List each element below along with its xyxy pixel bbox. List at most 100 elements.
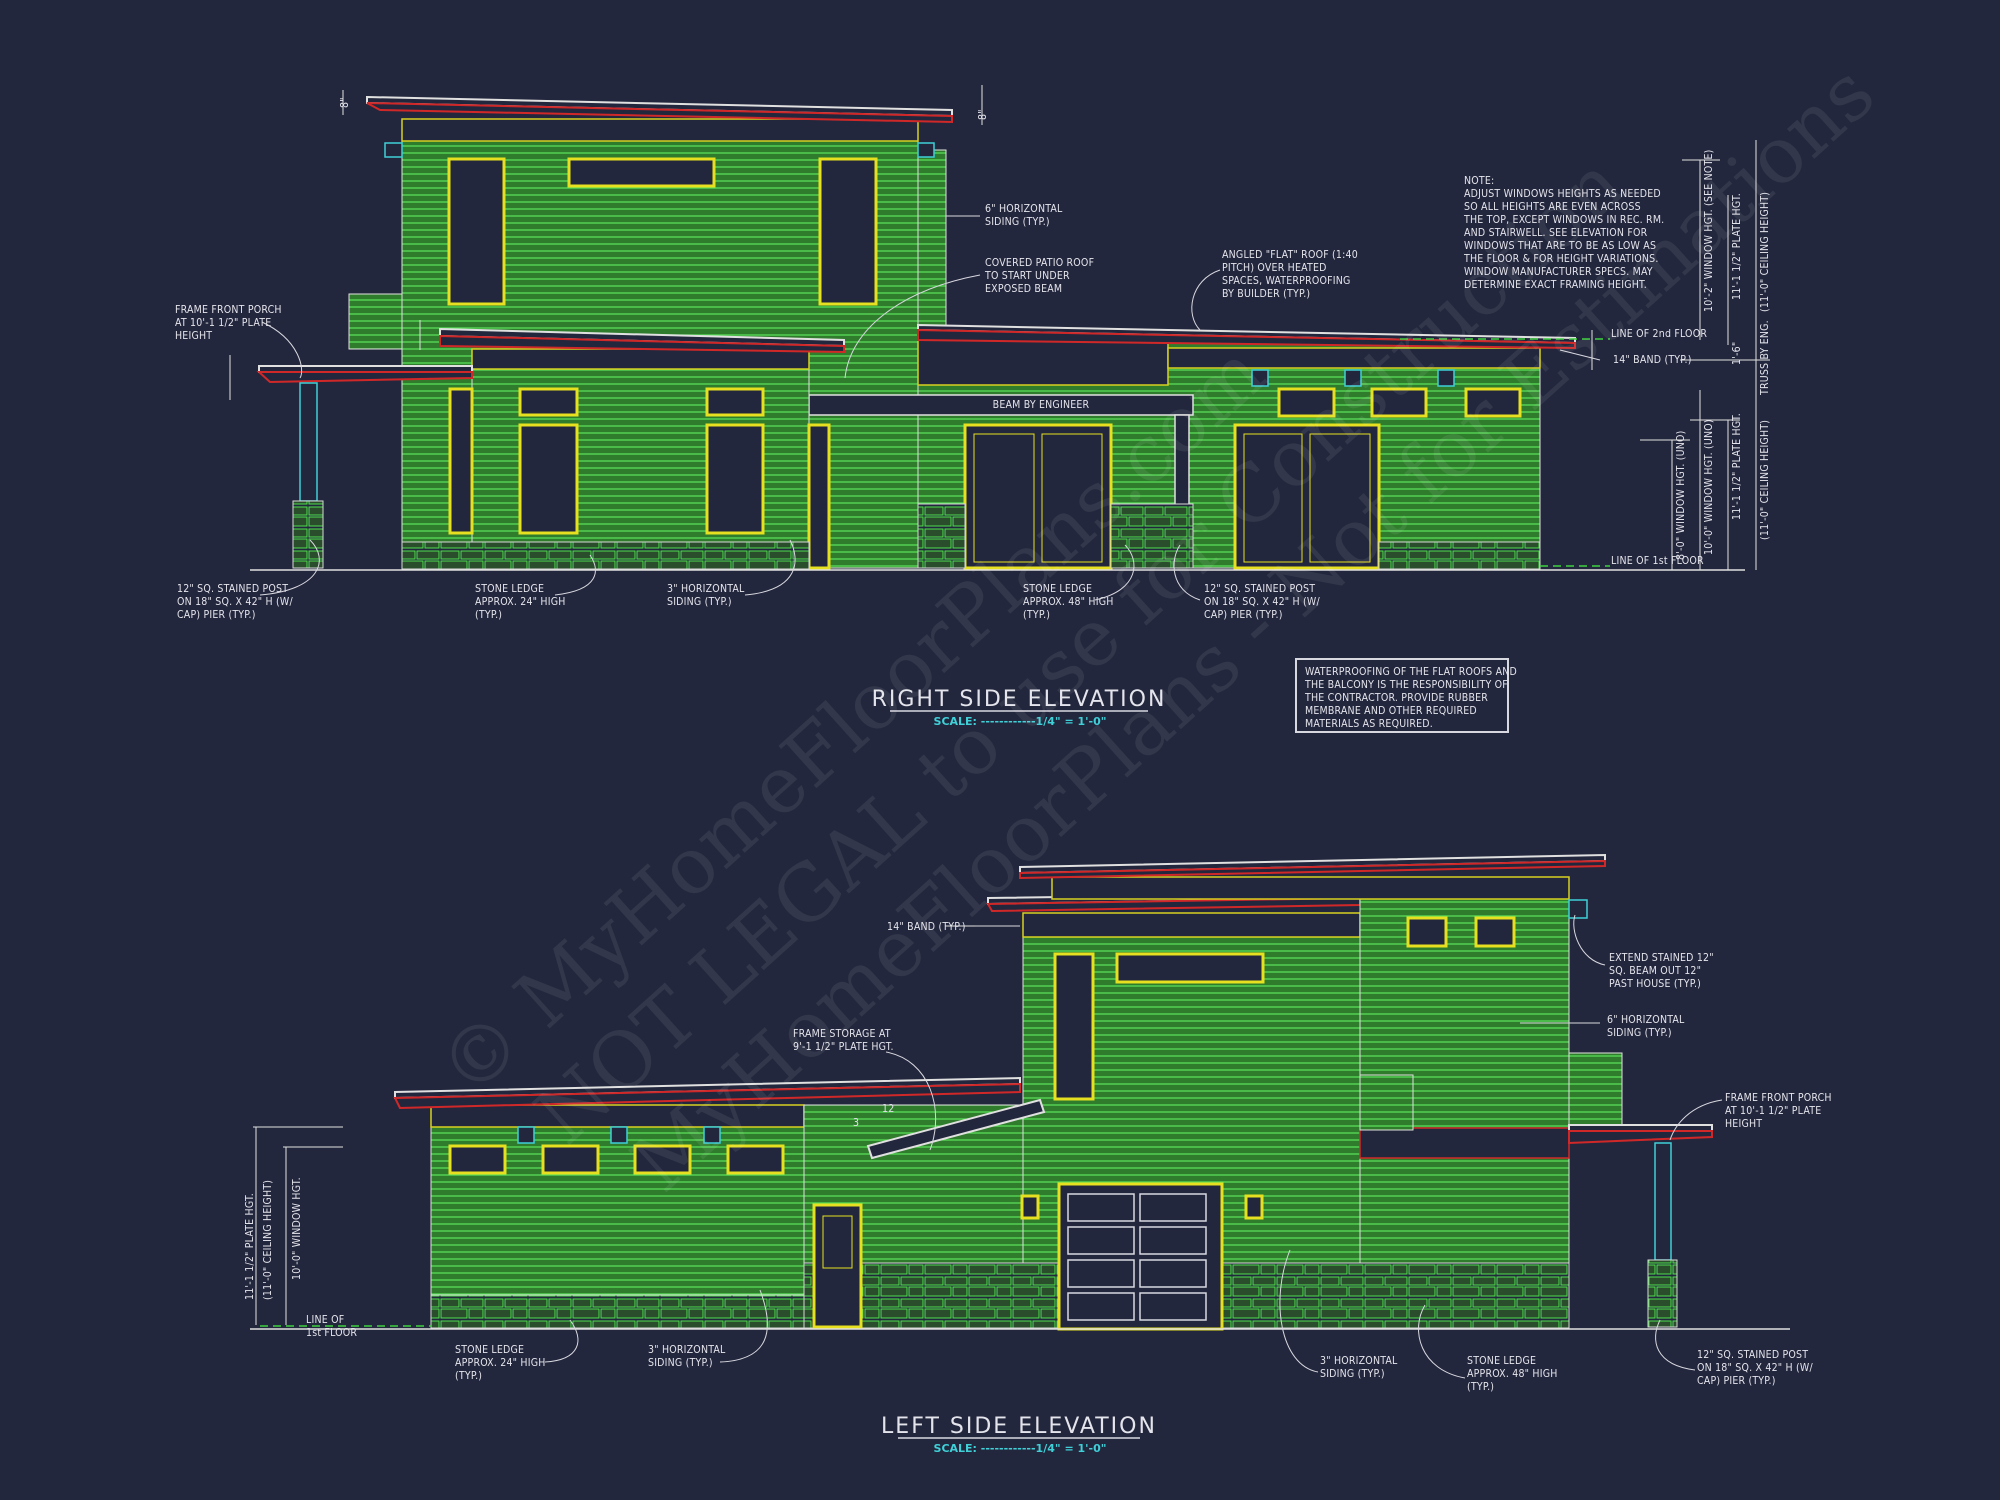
porch-fascia — [256, 371, 473, 384]
garage-door-panel — [1067, 1226, 1135, 1255]
annotation-line1st: LINE OF 1st FLOOR — [1611, 555, 1704, 567]
pitch-rise: 3 — [853, 1117, 859, 1129]
entry-door — [812, 1203, 863, 1329]
annotation-note: ADJUST WINDOWS HEIGHTS AS NEEDED — [1464, 188, 1661, 200]
window — [807, 423, 831, 570]
annotation-patio-roof: COVERED PATIO ROOF — [985, 257, 1094, 269]
annotation-stone48: (TYP.) — [1023, 609, 1050, 621]
waterproofing-note: WATERPROOFING OF THE FLAT ROOFS AND — [1305, 666, 1517, 678]
annotation-patio-roof: EXPOSED BEAM — [985, 283, 1062, 295]
beam-label: BEAM BY ENGINEER — [993, 399, 1090, 411]
annotation-note: THE FLOOR & FOR HEIGHT VARIATIONS. — [1463, 253, 1659, 265]
annotation-siding3a: SIDING (TYP.) — [648, 1357, 713, 1369]
waterproofing-note: MEMBRANE AND OTHER REQUIRED — [1305, 705, 1477, 717]
waterproofing-note: THE BALCONY IS THE RESPONSIBILITY OF — [1304, 679, 1508, 691]
dimension-plate: 11'-1 1/2" PLATE HGT. — [244, 1193, 256, 1300]
annotation-patio-roof: TO START UNDER — [984, 270, 1070, 282]
annotation-siding6: 6" HORIZONTAL — [1607, 1014, 1685, 1026]
annotation-siding6: 6" HORIZONTAL — [985, 203, 1063, 215]
annotation-post-left: ON 18" SQ. X 42" H (W/ — [177, 596, 293, 608]
dimension-win-up: 10'-2" WINDOW HGT. (SEE NOTE) — [1703, 149, 1715, 312]
window — [448, 387, 474, 535]
annotation-post-right: CAP) PIER (TYP.) — [1204, 609, 1283, 621]
annotation-post-right: 12" SQ. STAINED POST — [1204, 583, 1315, 595]
upper-window — [818, 157, 878, 306]
annotation-band14: 14" BAND (TYP.) — [887, 921, 966, 933]
right-wing-fascia — [917, 328, 1576, 350]
annotation-post: ON 18" SQ. X 42" H (W/ — [1697, 1362, 1813, 1374]
annotation-porch: FRAME FRONT PORCH — [1725, 1092, 1832, 1104]
right-elevation-title: RIGHT SIDE ELEVATION — [872, 687, 1167, 712]
annotation-storage: FRAME STORAGE AT — [793, 1028, 891, 1040]
beam-end — [1344, 369, 1362, 387]
garage-door-panel — [1067, 1193, 1135, 1222]
window — [705, 387, 765, 417]
annotation-stone48: APPROX. 48" HIGH — [1467, 1368, 1558, 1380]
annotation-beam: EXTEND STAINED 12" — [1609, 952, 1714, 964]
annotation-note: AND STAIRWELL. SEE ELEVATION FOR — [1464, 227, 1648, 239]
garage-door-panel — [1139, 1193, 1207, 1222]
porch-pier — [1647, 1259, 1678, 1328]
small-window — [1474, 916, 1516, 948]
beam-end — [517, 1126, 535, 1144]
annotation-stone48: STONE LEDGE — [1467, 1355, 1536, 1367]
window — [726, 1144, 785, 1175]
stone-ledge — [1378, 541, 1541, 570]
upper-window — [567, 157, 716, 188]
dim-eave: 8" — [977, 109, 989, 120]
annotation-porch: HEIGHT — [175, 330, 212, 342]
annotation-porch: FRAME FRONT PORCH — [175, 304, 282, 316]
long-window — [1115, 952, 1265, 984]
upper-beam-end — [917, 142, 935, 158]
annotation-post-left: 12" SQ. STAINED POST — [177, 583, 288, 595]
left-side-elevation: 12 3 LEFT — [250, 853, 1790, 1455]
window — [518, 423, 579, 535]
right-wing-band — [1167, 347, 1541, 369]
pitch-run: 12 — [882, 1103, 894, 1115]
porch-post — [299, 382, 318, 502]
dimension-band: 1'-6" — [1731, 342, 1743, 365]
left-elevation-title: LEFT SIDE ELEVATION — [881, 1414, 1157, 1439]
dimension-ceil: (11'-0" CEILING HEIGHT) — [262, 1180, 274, 1300]
annotation-band14: 14" BAND (TYP.) — [1613, 354, 1692, 366]
window — [448, 1144, 507, 1175]
balcony-band — [1359, 1127, 1570, 1159]
annotation-note: DETERMINE EXACT FRAMING HEIGHT. — [1464, 279, 1647, 291]
waterproofing-note-box — [1295, 658, 1509, 733]
annotation-beam: PAST HOUSE (TYP.) — [1609, 978, 1701, 990]
porch-pier — [292, 500, 324, 569]
dimension-lines — [229, 85, 1770, 570]
annotation-post: CAP) PIER (TYP.) — [1697, 1375, 1776, 1387]
annotation-post: 12" SQ. STAINED POST — [1697, 1349, 1808, 1361]
upper-fascia — [366, 102, 953, 124]
beam-end — [610, 1126, 628, 1144]
dimension-plate-up: 11'-1 1/2" PLATE HGT. — [1731, 193, 1743, 300]
leader-lines — [259, 215, 1723, 1379]
top-fascia — [1019, 859, 1606, 880]
annotation-storage: 9'-1 1/2" PLATE HGT. — [793, 1041, 894, 1053]
annotation-stone24: STONE LEDGE — [475, 583, 544, 595]
beam-end — [1251, 369, 1269, 387]
wall-light-icon — [1020, 1194, 1040, 1220]
upper-band — [401, 118, 919, 142]
annotation-siding6: SIDING (TYP.) — [1607, 1027, 1672, 1039]
annotation-stone24: APPROX. 24" HIGH — [475, 596, 566, 608]
beam-end — [1568, 899, 1588, 919]
stone-ledge — [1110, 503, 1194, 569]
waterproofing-note: THE CONTRACTOR. PROVIDE RUBBER — [1304, 692, 1488, 704]
dim-eave: 8" — [339, 97, 351, 108]
annotation-flat-roof: BY BUILDER (TYP.) — [1222, 288, 1310, 300]
annotation-flat-roof: SPACES, WATERPROOFING — [1222, 275, 1351, 287]
annotation-note: WINDOWS THAT ARE TO BE AS LOW AS — [1464, 240, 1656, 252]
annotation-porch: HEIGHT — [1725, 1118, 1762, 1130]
low-wing-fascia — [393, 1082, 1021, 1110]
stone-ledge — [430, 1294, 805, 1329]
left-elevation-scale: SCALE: ------------1/4" = 1'-0" — [934, 1442, 1107, 1455]
right-side-elevation: BEAM BY ENGINEER — [229, 85, 1770, 733]
beam-end — [703, 1126, 721, 1144]
upper-band — [1051, 876, 1570, 900]
annotation-siding3: 3" HORIZONTAL — [667, 583, 745, 595]
right-wing-band — [917, 339, 1169, 386]
annotation-siding3b: 3" HORIZONTAL — [1320, 1355, 1398, 1367]
garage-door-panel — [1139, 1292, 1207, 1321]
